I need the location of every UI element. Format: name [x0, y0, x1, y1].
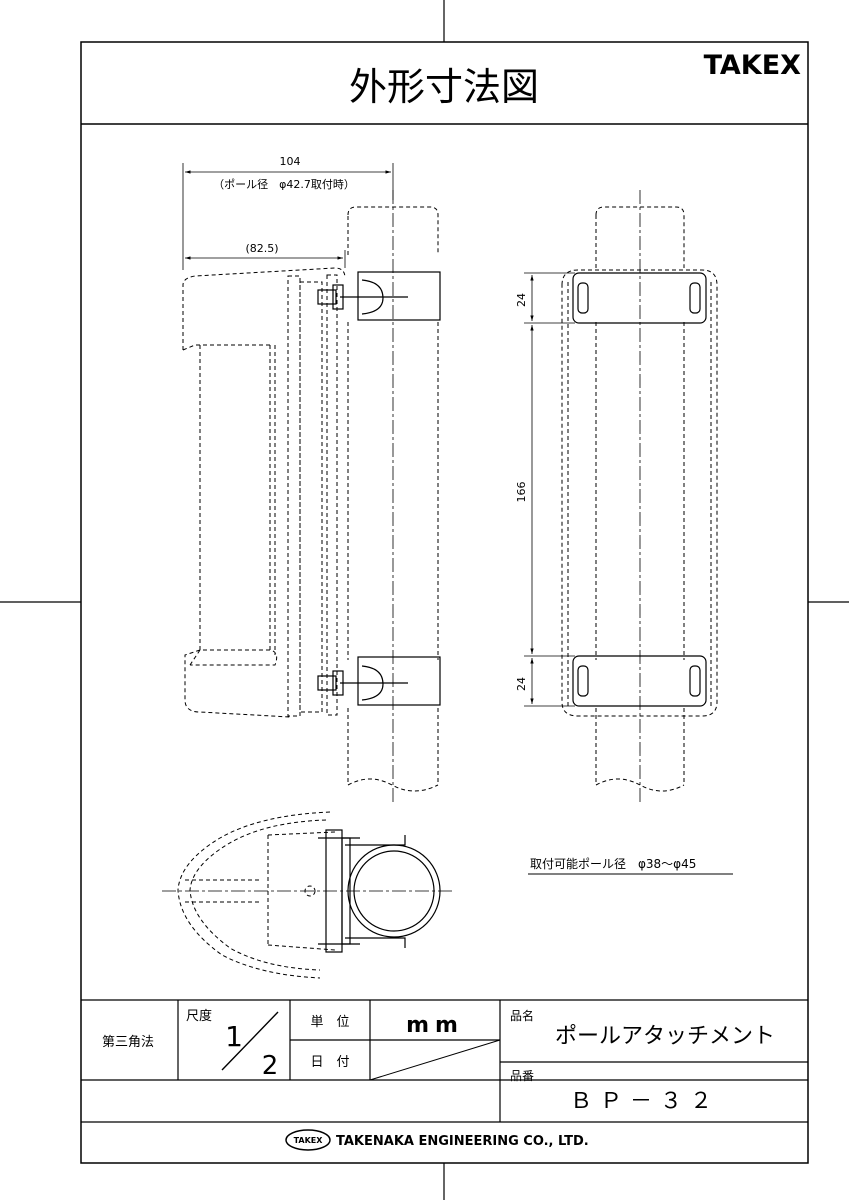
dim-166: 166: [515, 482, 528, 503]
scale-label: 尺度: [186, 1008, 212, 1024]
unit-label: 単 位: [310, 1014, 349, 1030]
title-block: [81, 999, 808, 1123]
scale-numerator: 1: [225, 1020, 243, 1053]
front-clamp-bands: [572, 272, 707, 707]
date-label: 日 付: [310, 1055, 349, 1070]
product-no: ＢＰ－３２: [570, 1089, 720, 1114]
product-name: ポールアタッチメント: [555, 1024, 775, 1049]
dim-104-label: 104: [280, 155, 301, 168]
top-view: [177, 811, 336, 979]
footer-logo-text: TAKEX: [294, 1136, 324, 1145]
scale-denominator: 2: [262, 1051, 279, 1081]
side-view: [182, 206, 439, 792]
sheet-border: [80, 41, 809, 1164]
front-view: [561, 206, 718, 792]
product-no-label: 品番: [510, 1069, 534, 1083]
brand-logo: TAKEX: [704, 50, 802, 81]
dim-24-top: 24: [515, 293, 528, 307]
product-name-label: 品名: [510, 1008, 534, 1023]
dim-104-note: （ポール径 φ42.7取付時）: [213, 178, 355, 191]
unit-value: mm: [406, 1013, 464, 1038]
pole-range-note: 取付可能ポール径 φ38～φ45: [530, 857, 696, 871]
company-name: TAKENAKA ENGINEERING CO., LTD.: [336, 1134, 589, 1149]
dimension-vertical: [524, 272, 575, 707]
drawing-title: 外形寸法図: [349, 65, 539, 109]
projection-method: 第三角法: [102, 1035, 154, 1050]
dim-24-bottom: 24: [515, 677, 528, 691]
dimension-width-total: [182, 163, 394, 270]
dim-82-5-label: (82.5): [245, 242, 278, 255]
footer-logo: TAKEX: [285, 1129, 331, 1151]
side-clamp-bands: [317, 271, 441, 706]
